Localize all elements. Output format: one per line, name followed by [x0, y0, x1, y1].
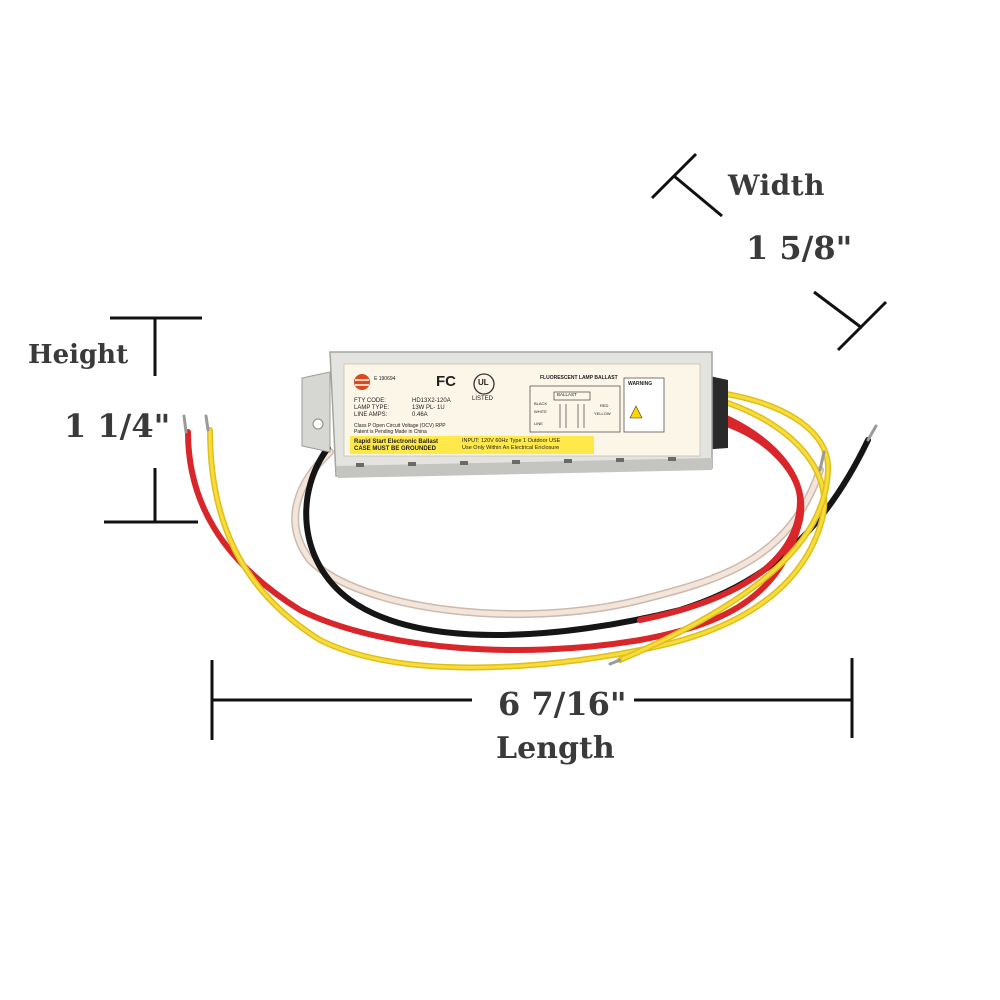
width-dimension-marks: [650, 152, 888, 352]
diagram-wire-red: RED: [600, 403, 609, 408]
height-label: Height: [28, 340, 129, 370]
ballast-case: [301, 351, 728, 478]
lamp-type-label: LAMP TYPE:: [354, 405, 390, 411]
wire-red-right: [637, 417, 804, 623]
height-value: 1 1/4": [64, 407, 171, 445]
warning-text: WARNING: [628, 381, 653, 387]
patent-text: Patent is Pending Made in China: [354, 429, 427, 435]
width-value: 1 5/8": [746, 229, 853, 267]
wire-bundle: [182, 389, 878, 671]
height-dimension-marks: [104, 316, 202, 524]
diagram-wire-yellow: YELLOW: [594, 411, 611, 416]
length-dimension-marks: [210, 658, 854, 740]
length-value: 6 7/16": [492, 688, 633, 720]
input-text: INPUT: 120V 60Hz Type 1 Outdoor USE: [462, 438, 561, 444]
grounded-text: CASE MUST BE GROUNDED: [354, 446, 437, 452]
enclosure-text: Use Only Within An Electrical Enclosure: [462, 445, 560, 451]
diagram-wire-black: BLACK: [534, 401, 548, 406]
lamp-type-value: 13W PL- 1U: [412, 405, 445, 411]
line-amps-value: 0.46A: [412, 412, 428, 418]
fty-code-value: HD13X2-120A: [412, 398, 451, 404]
diagram-ballast-box: BALLAST: [557, 392, 577, 397]
rapid-start-text: Rapid Start Electronic Ballast: [354, 439, 439, 445]
width-label: Width: [728, 169, 825, 202]
diagram-wire-line: LINE: [534, 421, 543, 426]
diagram-wire-white: WHITE: [534, 409, 547, 414]
line-amps-label: LINE AMPS:: [354, 412, 388, 418]
class-p-text: Class P Open Circuit Voltage (OCV) RPP: [354, 423, 446, 429]
diagram-title: FLUORESCENT LAMP BALLAST: [540, 375, 618, 381]
ul-listed: LISTED: [472, 396, 494, 402]
fty-code-label: FTY CODE:: [354, 398, 386, 404]
length-label: Length: [496, 731, 615, 766]
cert-code: E 190694: [374, 376, 396, 382]
fcc-mark: FC: [436, 373, 456, 390]
ul-mark: UL: [478, 378, 489, 387]
